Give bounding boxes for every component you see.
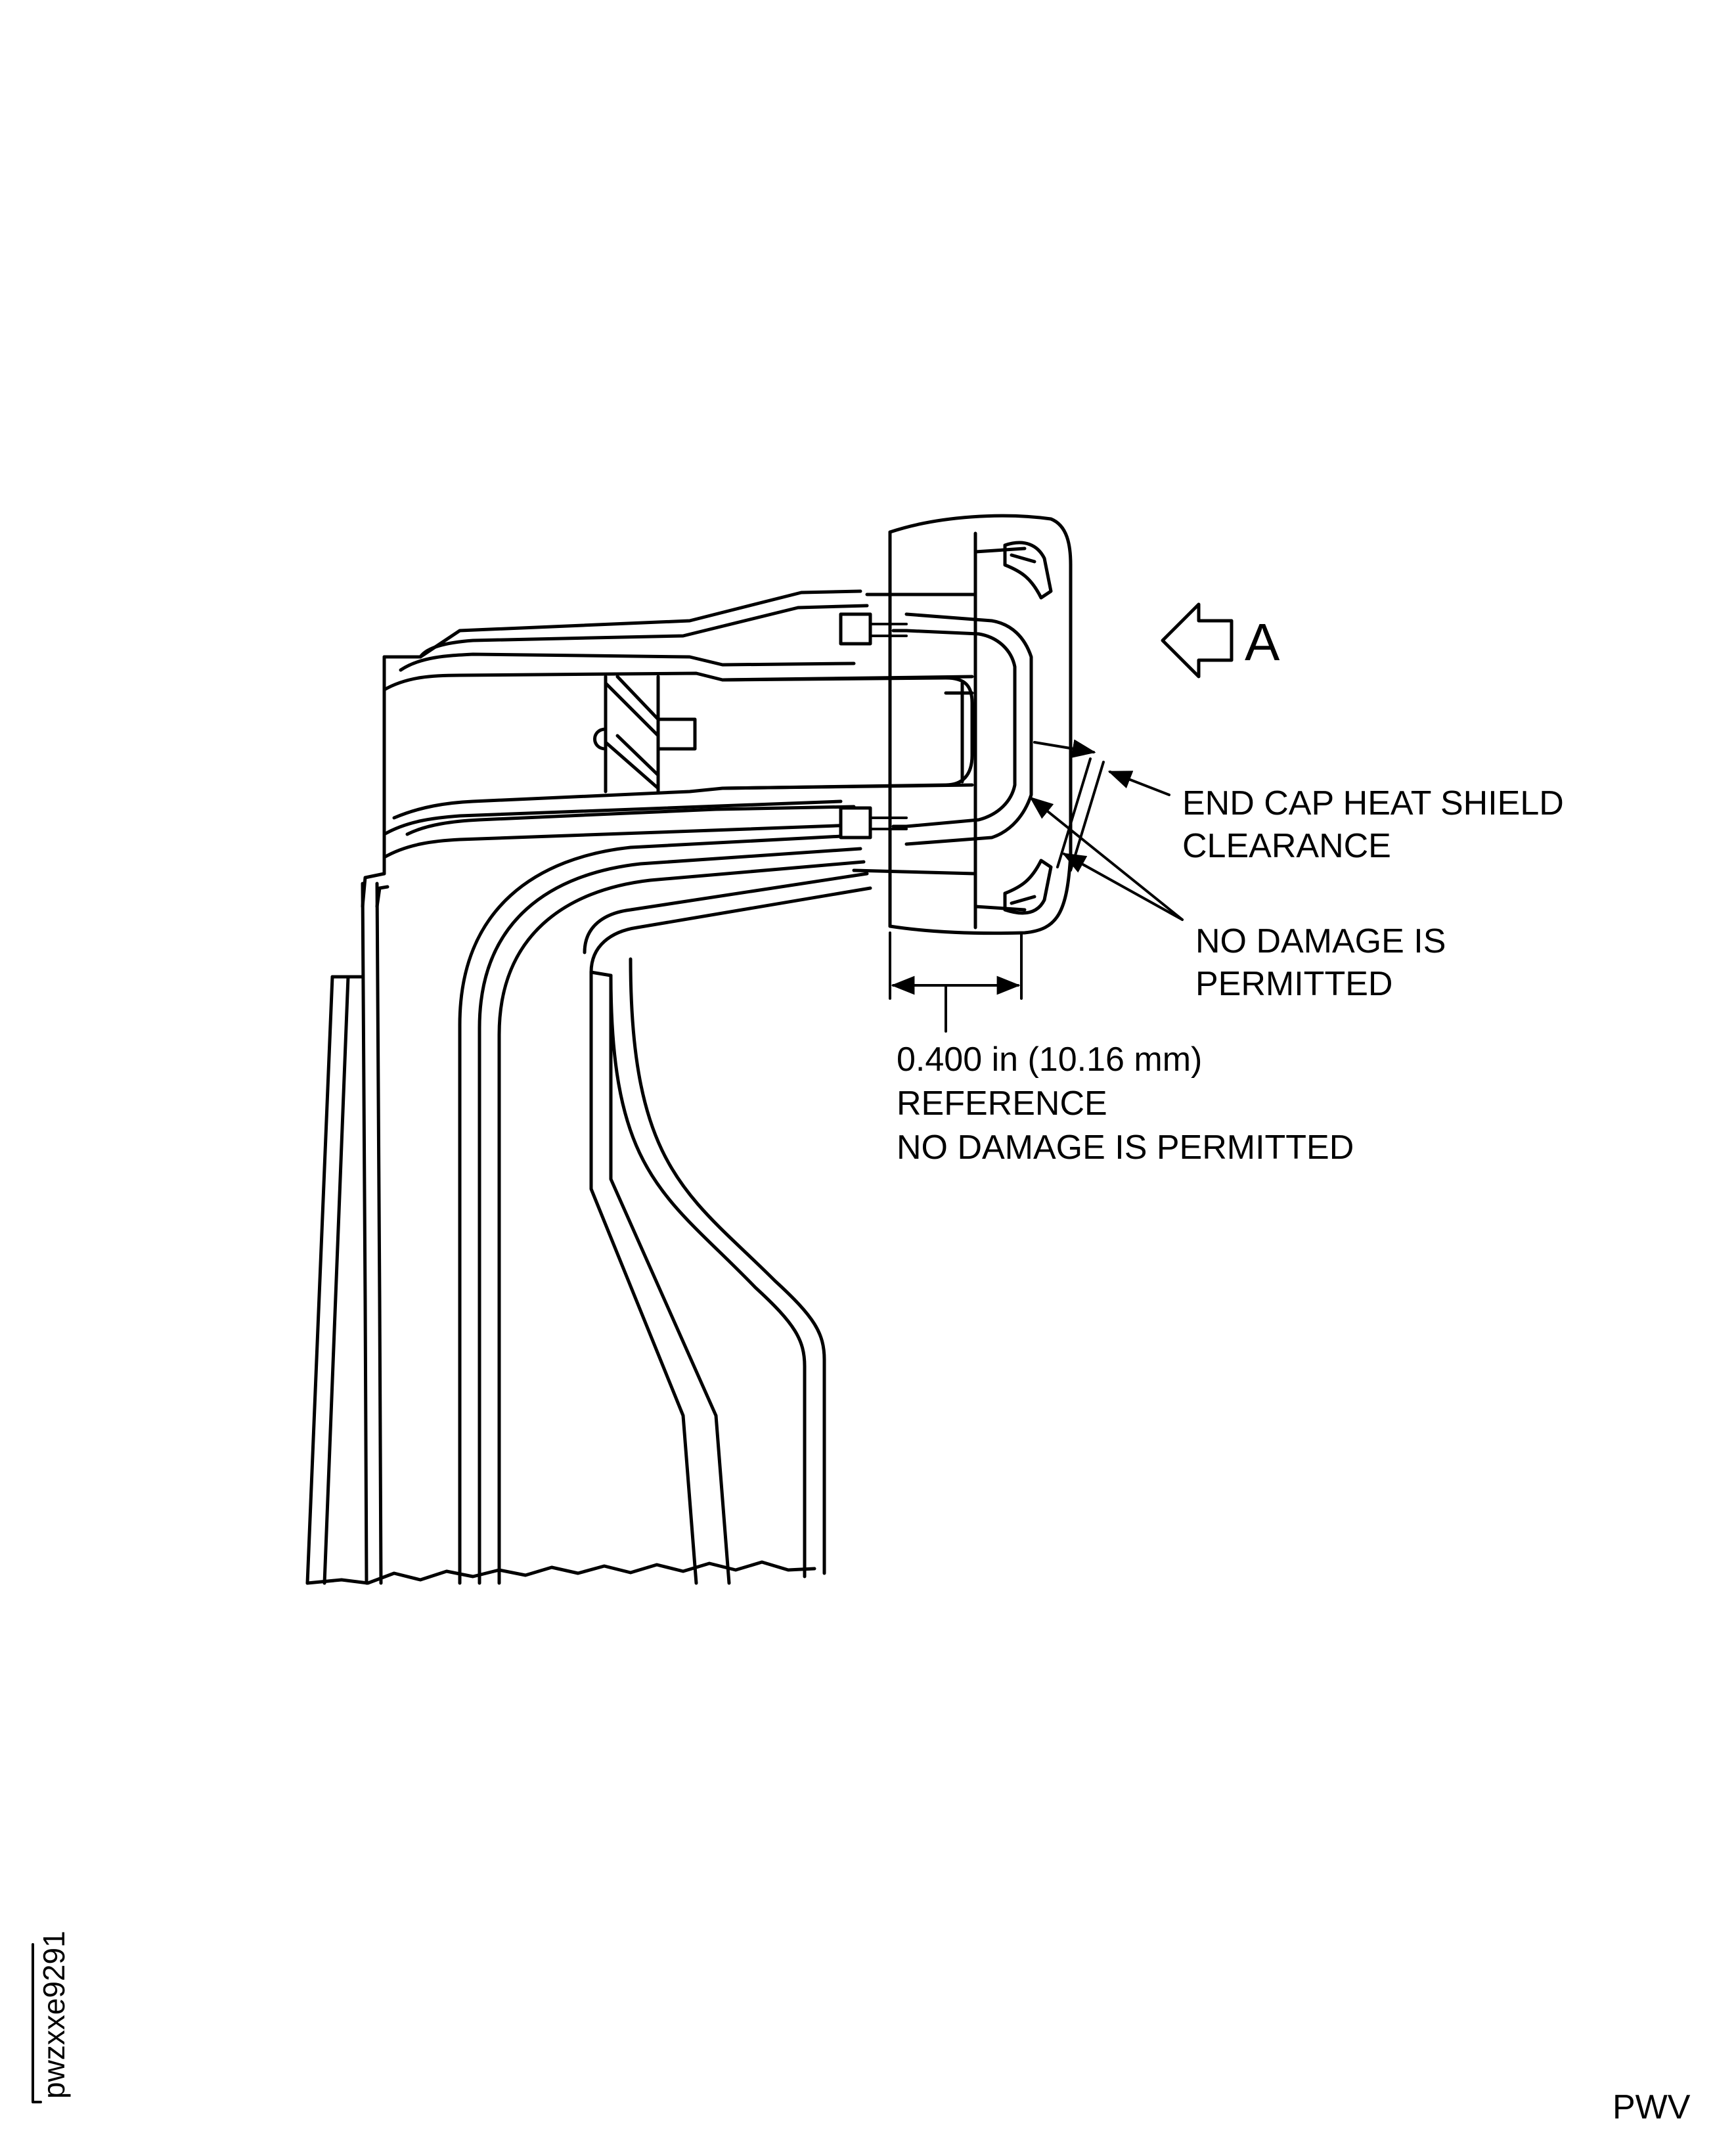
outer-casing	[305, 872, 389, 1585]
dimension-label-line2: REFERENCE	[897, 1085, 1107, 1123]
upper-duct	[382, 589, 974, 876]
figure-id-block: pwzxxe9291	[32, 1931, 71, 2103]
view-arrow-a: A	[1161, 602, 1280, 679]
dimension-label-line1: 0.400 in (10.16 mm)	[897, 1041, 1202, 1079]
no-damage-label-line2: PERMITTED	[1195, 965, 1392, 1003]
footer-code: PWV	[1613, 2088, 1691, 2126]
clearance-dimension	[1033, 739, 1170, 872]
spacer-bracket	[593, 675, 697, 794]
clearance-label-line2: CLEARANCE	[1182, 827, 1391, 865]
dimension-label-line3: NO DAMAGE IS PERMITTED	[897, 1129, 1354, 1167]
view-letter: A	[1245, 613, 1280, 671]
inner-liner	[458, 834, 872, 1585]
view-arrow-icon	[1161, 602, 1234, 679]
width-dimension	[889, 931, 1023, 1033]
break-line	[305, 1560, 816, 1585]
no-damage-label-line1: NO DAMAGE IS	[1195, 922, 1446, 960]
figure-id: pwzxxe9291	[37, 1931, 71, 2099]
no-damage-leaders	[1029, 796, 1184, 921]
clearance-label-line1: END CAP HEAT SHIELD	[1182, 784, 1564, 822]
end-cap	[839, 514, 1073, 935]
